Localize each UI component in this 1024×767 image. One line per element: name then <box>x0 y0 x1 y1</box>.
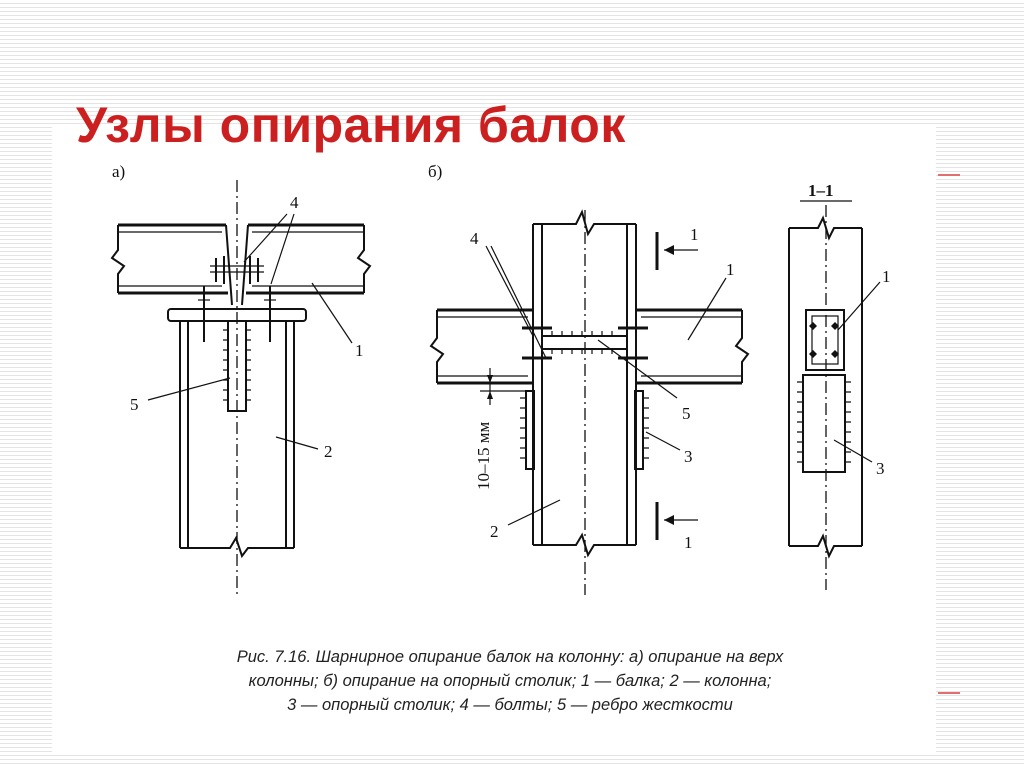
section-label: 1–1 <box>808 181 834 200</box>
view-a-leader-4b <box>270 213 295 285</box>
view-b-callout-3: 3 <box>684 447 693 466</box>
view-a-right-beam <box>241 223 372 306</box>
section-callout-3: 3 <box>876 459 885 478</box>
view-a-callout-4: 4 <box>290 193 299 212</box>
caption-line-1: Рис. 7.16. Шарнирное опирание балок на к… <box>236 648 784 666</box>
view-a-plate-bolts <box>198 286 276 342</box>
section-leader-1 <box>837 281 881 331</box>
view-a-leader-2 <box>275 436 319 450</box>
view-b-section-mark-top: 1 <box>690 225 699 244</box>
view-a-column <box>179 321 295 559</box>
section-callout-1: 1 <box>882 267 891 286</box>
caption-line-3: 3 — опорный столик; 4 — болты; 5 — ребро… <box>287 696 733 714</box>
view-b-section-mark-bottom: 1 <box>684 533 693 552</box>
view-a-leader-5 <box>147 377 231 401</box>
view-b-callout-1: 1 <box>726 260 735 279</box>
slide-title: Узлы опирания балок <box>76 97 626 153</box>
section-support-table <box>797 374 851 473</box>
caption-line-2: колонны; б) опирание на опорный столик; … <box>248 672 772 690</box>
section-beam-end <box>805 309 845 371</box>
view-b-section-marker-bottom <box>655 502 698 540</box>
view-b-dimension <box>480 368 528 405</box>
figure-caption: Рис. 7.16. Шарнирное опирание балок на к… <box>100 645 920 717</box>
accent-line-top <box>938 174 960 176</box>
view-b-callout-5: 5 <box>682 404 691 423</box>
view-b-support-table-left <box>520 390 535 470</box>
view-b-leader-5 <box>597 339 678 399</box>
view-a-callout-5: 5 <box>130 395 139 414</box>
section-view: 1–1 1 3 <box>788 181 891 590</box>
view-a-left-beam <box>110 223 233 306</box>
view-a-leader-1 <box>311 282 353 344</box>
accent-line-bottom <box>938 692 960 694</box>
section-leader-3 <box>833 439 873 463</box>
view-b-leader-4a <box>485 245 534 337</box>
view-b-support-table-right <box>634 390 649 470</box>
view-b-leader-1 <box>687 277 727 341</box>
view-b-leader-3 <box>645 431 681 451</box>
view-b-leader-4b <box>490 245 547 359</box>
view-b-dimension-label: 10–15 мм <box>474 421 493 490</box>
view-b-label: б) <box>428 162 442 181</box>
view-a-web-bolts <box>210 256 264 284</box>
view-b-callout-4: 4 <box>470 229 479 248</box>
view-a-callout-1: 1 <box>355 341 364 360</box>
view-a-callout-2: 2 <box>324 442 333 461</box>
view-b-left-beam <box>429 308 533 385</box>
view-b-callout-2: 2 <box>490 522 499 541</box>
view-b-stiffening-rib <box>542 331 627 354</box>
view-a: а) <box>110 162 372 595</box>
section-column <box>788 215 863 559</box>
view-b-section-marker-top <box>655 232 698 270</box>
view-b-leader-2 <box>507 499 561 526</box>
view-b: б) <box>428 162 750 595</box>
view-b-right-beam <box>636 308 750 385</box>
view-a-label: а) <box>112 162 125 181</box>
view-a-stiffening-rib <box>223 320 251 412</box>
view-a-leader-4a <box>243 213 288 263</box>
